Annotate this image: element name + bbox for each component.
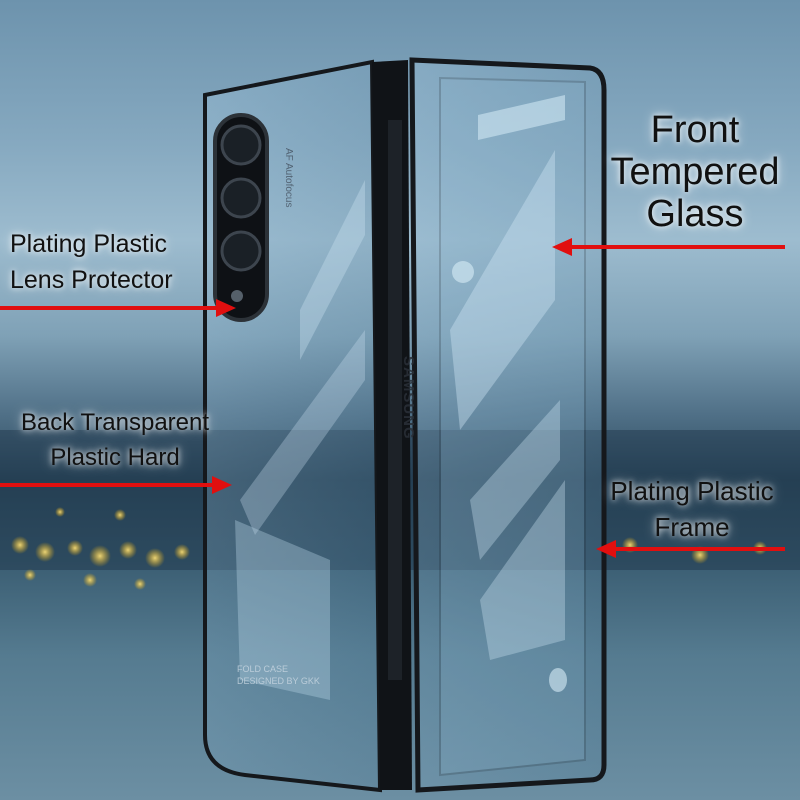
arrow-frame — [596, 540, 785, 558]
hinge — [372, 60, 412, 790]
samsung-wordmark: SAMSUNG — [400, 356, 417, 440]
label-frame-line2: Frame — [654, 512, 730, 543]
label-front-line1: Front — [650, 109, 740, 151]
label-plating-frame: Plating Plastic Frame — [592, 473, 792, 546]
arrow-front — [552, 238, 785, 256]
label-lens-line1: Plating Plastic — [10, 230, 168, 258]
label-back-transparent: Back Transparent Plastic Hard — [10, 406, 220, 476]
label-lens-line2: Lens Protector — [10, 266, 173, 295]
label-frame-line1: Plating Plastic — [610, 476, 774, 506]
back-panel — [203, 59, 383, 793]
front-panel — [409, 57, 607, 793]
foldcase-line2: DESIGNED BY GKK — [237, 675, 320, 686]
foldcase-text: FOLD CASE DESIGNED BY GKK — [237, 664, 320, 687]
label-front-line3: Glass — [646, 192, 744, 235]
label-back-line2: Plastic Hard — [50, 443, 180, 471]
arrow-lens — [0, 299, 236, 317]
label-front-line2: Tempered — [610, 150, 780, 193]
label-front-tempered-glass: Front Tempered Glass — [600, 109, 790, 235]
arrow-back — [0, 476, 232, 494]
label-lens-protector: Plating Plastic Lens Protector — [10, 226, 190, 299]
label-back-line1: Back Transparent — [20, 409, 210, 436]
foldcase-line1: FOLD CASE — [237, 664, 289, 674]
autofocus-text: AF Autofocus — [283, 148, 294, 208]
